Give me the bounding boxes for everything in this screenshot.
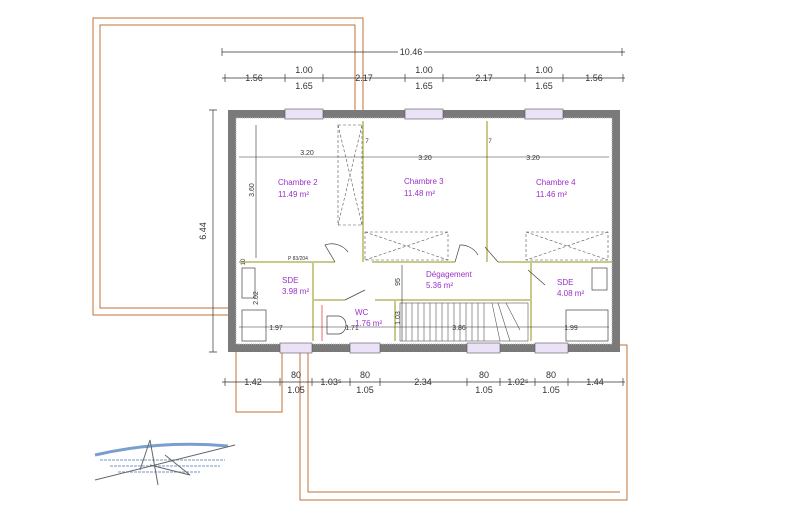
shower-right bbox=[565, 309, 609, 342]
dim-label: 3.20 bbox=[526, 155, 540, 162]
dim-label: 1.00 bbox=[415, 65, 433, 75]
dim-label: 1.42 bbox=[244, 377, 262, 387]
room-chambre-3-area: 11.48 m² bbox=[404, 189, 435, 198]
dim-label: 1.05 bbox=[287, 385, 305, 395]
dim-label: 1.05 bbox=[475, 385, 493, 395]
terrace-outlines bbox=[92, 17, 628, 501]
dim-label: 3.20 bbox=[300, 150, 314, 157]
room-sde-right-name: SDE bbox=[557, 278, 573, 287]
shower-left bbox=[241, 309, 267, 342]
dim-overall-depth: 6.44 bbox=[198, 222, 208, 240]
dim-label: 7 bbox=[488, 139, 492, 145]
room-chambre-2-name: Chambre 2 bbox=[278, 178, 318, 187]
dim-label: 3.60 bbox=[249, 183, 256, 197]
room-sde-left-area: 3.98 m² bbox=[282, 287, 309, 296]
dim-label: 2.34 bbox=[414, 377, 432, 387]
dim-label: 2.17 bbox=[475, 73, 493, 83]
dim-label: 1.00 bbox=[535, 65, 553, 75]
room-degagement-name: Dégagement bbox=[426, 270, 473, 279]
architect-stamp bbox=[94, 439, 236, 486]
doors bbox=[324, 243, 546, 301]
room-degagement-area: 5.36 m² bbox=[426, 281, 453, 290]
toilet bbox=[326, 315, 347, 335]
fixtures bbox=[241, 267, 609, 342]
dim-label: 80 bbox=[360, 370, 370, 380]
dim-label: 10 bbox=[241, 258, 247, 265]
dim-label: 1.03⁵ bbox=[320, 377, 342, 387]
exterior-dimension-lines bbox=[209, 48, 625, 386]
dim-label: 1.71 bbox=[345, 325, 359, 332]
dim-label: 1.65 bbox=[535, 81, 553, 91]
dim-label: 1.05 bbox=[356, 385, 374, 395]
room-wc-area: 1.76 m² bbox=[355, 319, 382, 328]
dim-label: 1.03 bbox=[395, 311, 402, 325]
dim-label: 1.56 bbox=[245, 73, 263, 83]
door-tag: P 83/204 bbox=[288, 256, 308, 262]
room-chambre-3-name: Chambre 3 bbox=[404, 177, 444, 186]
top-dimensions: 1.56 1.00 1.65 2.17 1.00 1.65 2.17 1.00 … bbox=[245, 65, 603, 91]
room-chambre-4-area: 11.46 m² bbox=[536, 190, 567, 199]
dim-label: 1.99 bbox=[564, 325, 578, 332]
dim-label: 3.20 bbox=[418, 155, 432, 162]
interior-dimension-lines bbox=[239, 125, 609, 341]
windows bbox=[279, 108, 569, 354]
dim-label: 2.17 bbox=[355, 73, 373, 83]
dim-overall-width: 10.46 bbox=[400, 47, 423, 57]
interior-dimensions: 3.20 3.20 3.20 3.60 1.97 1.71 3.86 1.99 … bbox=[241, 139, 578, 332]
dim-label: 3.86 bbox=[452, 325, 466, 332]
staircase bbox=[399, 302, 529, 342]
dim-label: 1.56 bbox=[585, 73, 603, 83]
sink-right bbox=[591, 267, 608, 291]
dim-label: 1.05 bbox=[542, 385, 560, 395]
room-sde-right-area: 4.08 m² bbox=[557, 289, 584, 298]
sink-left bbox=[241, 267, 256, 299]
dim-label: 95 bbox=[395, 278, 402, 286]
dim-label: 1.97 bbox=[269, 325, 283, 332]
dim-label: 80 bbox=[546, 370, 556, 380]
closets bbox=[337, 124, 609, 261]
interior-walls bbox=[239, 121, 612, 341]
dim-label: 7 bbox=[365, 139, 369, 145]
bottom-dimensions: 1.42 80 1.05 1.03⁵ 80 1.05 2.34 80 1.05 … bbox=[244, 370, 604, 395]
dim-label: 1.65 bbox=[295, 81, 313, 91]
room-chambre-2-area: 11.49 m² bbox=[278, 190, 309, 199]
dim-label: 80 bbox=[291, 370, 301, 380]
dim-label: 1.65 bbox=[415, 81, 433, 91]
room-labels: Chambre 2 11.49 m² Chambre 3 11.48 m² Ch… bbox=[278, 177, 584, 328]
dim-label: 1.44 bbox=[586, 377, 604, 387]
room-chambre-4-name: Chambre 4 bbox=[536, 178, 576, 187]
dim-label: 80 bbox=[479, 370, 489, 380]
dim-label: 1.00 bbox=[295, 65, 313, 75]
room-sde-left-name: SDE bbox=[282, 276, 298, 285]
dim-label: 2.02 bbox=[253, 291, 260, 305]
room-wc-name: WC bbox=[355, 308, 369, 317]
dim-label: 1.02⁵ bbox=[507, 377, 529, 387]
